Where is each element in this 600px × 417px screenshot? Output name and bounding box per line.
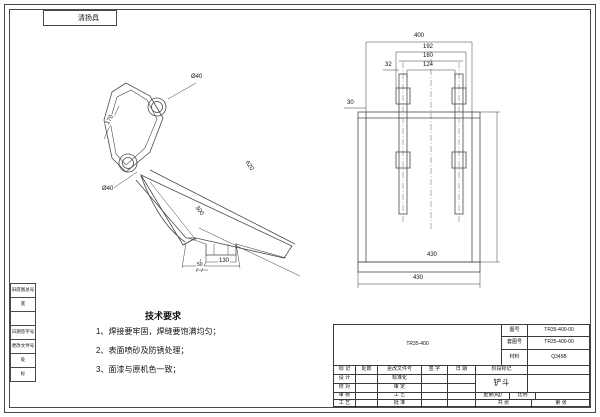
tb-cell: 设 计 <box>334 375 356 384</box>
tb-cell: 审 核 <box>334 393 356 400</box>
left-table-cell: 更改文件号 <box>10 339 36 354</box>
tb-cell <box>422 375 448 384</box>
left-table-cell <box>10 311 36 326</box>
left-revision-table: 旧底图总号 底 日期签字号 更改文件号 处 标 <box>10 283 36 382</box>
tb-cell <box>448 393 476 400</box>
top-left-label-box: 清扬具 <box>43 10 117 26</box>
table-row: 标 <box>10 367 36 382</box>
tb-blank <box>528 366 590 375</box>
dim-overall-width-bottom: 430 <box>412 275 425 281</box>
tb-cell: 工 艺 <box>334 400 356 408</box>
title-block-code-value: TR35-400-00 <box>528 325 590 337</box>
tb-cell: 审 定 <box>378 384 422 393</box>
left-table-cell: 底 <box>10 297 36 312</box>
title-block-drawing-name: TR35-400 <box>334 325 502 366</box>
table-row: 处 <box>10 353 36 368</box>
tb-cell <box>448 400 476 408</box>
title-block: TR35-400 图号 TR35-400-00 套图号 TR35-400-00 … <box>333 324 590 408</box>
title-block-set-value: TR35-400-00 <box>528 337 590 350</box>
tb-weight-label: 重量(kg) <box>476 393 510 400</box>
tech-requirement-1: 1、焊接要牢固，焊缝要饱满均匀； <box>96 327 221 336</box>
tb-blank <box>528 375 590 393</box>
top-left-label-text: 清扬具 <box>78 15 99 22</box>
dim-boss-width: 32 <box>384 62 393 68</box>
tech-requirements-title: 技术要求 <box>145 311 182 321</box>
dim-ear-outer-span: 192 <box>422 44 435 50</box>
tb-cell: 日 期 <box>448 366 476 375</box>
dim-ear-plate-gap: 124 <box>422 62 435 68</box>
tb-cell: 处数 <box>356 366 378 375</box>
tb-part-name: 铲斗 <box>476 375 528 393</box>
tb-cell: 签 字 <box>422 366 448 375</box>
tb-cell: 校 对 <box>334 384 356 393</box>
tech-requirement-3: 3、面漆与原机色一致； <box>96 365 181 374</box>
dim-tooth-height: 50 <box>196 262 204 268</box>
tech-requirement-2: 2、表面喷砂及防锈处理； <box>96 346 189 355</box>
dim-body-height: 430 <box>426 252 439 258</box>
title-block-code-label: 图号 <box>502 325 528 337</box>
tb-stage-label: 阶段标记 <box>476 366 528 375</box>
tb-cell: 标 记 <box>334 366 356 375</box>
tb-cell: 工 艺 <box>378 393 422 400</box>
left-table-cell: 标 <box>10 367 36 382</box>
tb-sheet-no-label: 第 张 <box>555 400 567 407</box>
table-row <box>10 311 36 326</box>
tb-cell <box>422 384 448 393</box>
tb-cell <box>448 375 476 384</box>
title-block-set-label: 套图号 <box>502 337 528 350</box>
dim-pin-bore-lower: Ø40 <box>101 186 115 192</box>
tb-cell <box>356 393 378 400</box>
left-table-cell: 日期签字号 <box>10 325 36 340</box>
left-table-cell: 处 <box>10 353 36 368</box>
title-block-material-label: 材料 <box>502 350 528 366</box>
tb-cell <box>356 384 378 393</box>
tb-cell <box>356 400 378 408</box>
tb-scale-label: 比例 <box>510 393 536 400</box>
sheet-border-outer <box>4 4 596 413</box>
tb-cell <box>356 375 378 384</box>
table-row: 日期签字号 <box>10 325 36 340</box>
title-block-material-value: Q345B <box>528 350 590 366</box>
table-row: 更改文件号 <box>10 339 36 354</box>
dim-ear-inner-span: 180 <box>422 53 435 59</box>
tb-sheet-label: 共 张 <box>476 400 532 408</box>
table-row: 旧底图总号 <box>10 283 36 298</box>
tb-cell <box>448 384 476 393</box>
dim-overall-width-top: 400 <box>413 33 426 39</box>
table-row: 底 <box>10 297 36 312</box>
left-table-cell: 旧底图总号 <box>10 283 36 298</box>
dim-tip-offset: 130 <box>218 258 231 264</box>
tb-cell: 标准化 <box>378 375 422 384</box>
tb-blank <box>536 393 590 400</box>
tb-cell: 更改文件号 <box>378 366 422 375</box>
tb-cell <box>422 393 448 400</box>
sheet-border-inner <box>9 9 591 408</box>
dim-pin-bore-upper: Ø40 <box>190 74 204 80</box>
dim-side-plate-thickness: 30 <box>346 100 355 106</box>
tb-cell <box>422 400 448 408</box>
tb-cell: 批 准 <box>378 400 422 408</box>
